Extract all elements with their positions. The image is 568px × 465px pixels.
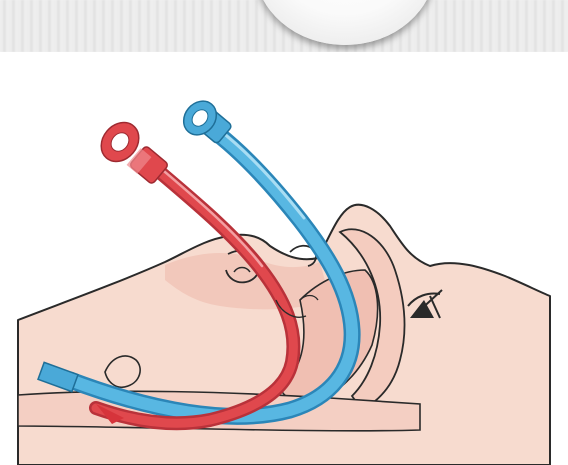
red-connector [93,115,168,185]
blue-connector [177,95,232,145]
illustration-panel [0,52,568,465]
intubation-illustration [0,52,568,465]
